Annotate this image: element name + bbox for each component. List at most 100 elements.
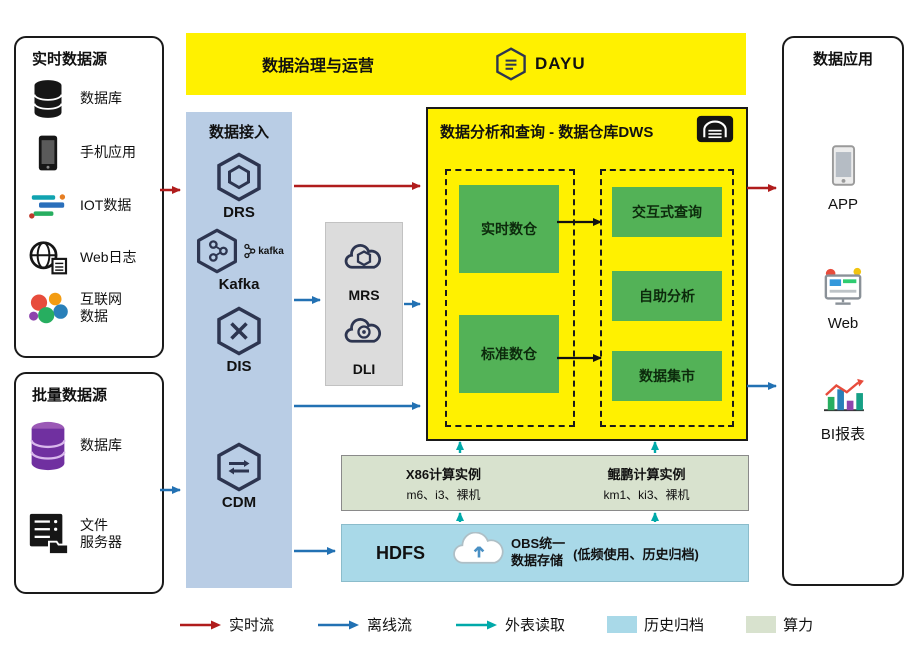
batch-sources-title: 批量数据源 — [32, 387, 108, 404]
applications-panel: 数据应用 APP Web BI报表 — [782, 36, 904, 586]
dws-warehouse-group: 实时数仓 标准数仓 — [445, 169, 575, 427]
realtime-sources-panel: 实时数据源 数据库 手机应用 IOT数据 Web日志 — [14, 36, 164, 358]
service-drs: DRS — [186, 152, 292, 221]
kafka-logo: kafka — [243, 243, 284, 259]
governance-bar: 数据治理与运营 DAYU — [186, 33, 746, 95]
obs-title-line2: 数据存储 — [511, 553, 564, 568]
kafka-hexagon-icon — [197, 228, 238, 274]
source-label: 数据库 — [80, 90, 122, 107]
list-item: 数据库 — [24, 420, 154, 472]
legend: 实时流 离线流 外表读取 历史归档 算力 — [178, 614, 813, 635]
compute-instances-bar: X86计算实例 m6、i3、裸机 鲲鹏计算实例 km1、ki3、裸机 — [341, 455, 749, 511]
legend-item-external-read: 外表读取 — [454, 614, 565, 635]
kunpeng-title: 鲲鹏计算实例 — [607, 466, 686, 482]
web-browser-icon — [824, 267, 862, 305]
legend-item-history-archive: 历史归档 — [607, 614, 704, 635]
legend-label: 离线流 — [367, 617, 413, 634]
service-label: DIS — [226, 358, 252, 375]
storage-note: (低频使用、历史归档) — [573, 546, 699, 562]
x86-title: X86计算实例 — [405, 466, 482, 482]
kafka-logo-text: kafka — [258, 245, 284, 257]
app-label: Web — [827, 315, 859, 332]
module-data-mart: 数据集市 — [612, 351, 722, 401]
list-item: 互联网 数据 — [24, 290, 154, 326]
service-dli: DLI — [326, 309, 402, 377]
obs-cloud-icon — [451, 531, 507, 574]
service-label: MRS — [348, 287, 380, 303]
legend-label: 历史归档 — [644, 617, 705, 634]
service-label: DRS — [223, 204, 255, 221]
source-label: 数据库 — [80, 437, 122, 454]
internet-data-icon — [24, 290, 72, 326]
dis-hexagon-icon — [217, 306, 261, 356]
dayu-label: DAYU — [535, 54, 586, 73]
governance-title: 数据治理与运营 — [262, 58, 375, 75]
warehouse-icon — [696, 115, 734, 148]
service-dis: DIS — [186, 306, 292, 375]
module-label: 标准数仓 — [481, 346, 537, 362]
dayu-logo: DAYU — [494, 47, 586, 81]
legend-label: 外表读取 — [505, 617, 566, 634]
legend-item-offline-flow: 离线流 — [316, 614, 412, 635]
module-realtime-warehouse: 实时数仓 — [459, 185, 559, 273]
list-item: Web日志 — [24, 240, 154, 276]
source-label: 互联网 数据 — [80, 290, 122, 325]
storage-bar: HDFS OBS统一 数据存储 (低频使用、历史归档) — [341, 524, 749, 582]
legend-item-compute-power: 算力 — [746, 614, 813, 635]
kunpeng-detail: km1、ki3、裸机 — [603, 487, 690, 502]
dli-cloud-icon — [344, 318, 381, 343]
app-label: APP — [827, 196, 858, 213]
file-server-icon — [24, 512, 72, 556]
processing-panel: MRS DLI — [325, 222, 403, 386]
kafka-dots-icon — [244, 243, 256, 259]
service-kafka: kafka Kafka — [186, 228, 292, 293]
iot-icon — [24, 188, 72, 224]
service-label: CDM — [221, 494, 257, 511]
dws-analytics-group: 交互式查询 自助分析 数据集市 — [600, 169, 734, 427]
dws-title: 数据分析和查询 - 数据仓库DWS — [440, 124, 654, 141]
compute-swatch — [746, 616, 777, 633]
web-log-icon — [24, 240, 72, 276]
list-item: 数据库 — [24, 78, 154, 120]
mobile-app-icon — [24, 134, 72, 172]
module-self-service-analysis: 自助分析 — [612, 271, 722, 321]
ingestion-title: 数据接入 — [208, 124, 269, 141]
x86-compute-group: X86计算实例 m6、i3、裸机 — [342, 456, 545, 510]
database-icon — [24, 78, 72, 120]
module-label: 交互式查询 — [632, 204, 702, 220]
list-item: 手机应用 — [24, 134, 154, 172]
applications-title: 数据应用 — [812, 51, 873, 68]
dayu-hexagon-icon — [496, 47, 526, 81]
app-item-bi: BI报表 — [784, 376, 902, 444]
archive-swatch — [607, 616, 638, 633]
legend-label: 算力 — [783, 617, 814, 634]
teal-arrow-icon — [456, 620, 498, 629]
obs-title-line1: OBS统一 — [511, 536, 566, 552]
list-item: 文件 服务器 — [24, 512, 154, 556]
batch-sources-panel: 批量数据源 数据库 文件 服务器 — [14, 372, 164, 594]
realtime-sources-title: 实时数据源 — [32, 51, 108, 68]
module-label: 实时数仓 — [481, 221, 537, 237]
cdm-hexagon-icon — [217, 442, 261, 492]
app-item-app: APP — [784, 144, 902, 213]
module-label: 自助分析 — [639, 288, 695, 304]
service-cdm: CDM — [186, 442, 292, 511]
module-label: 数据集市 — [639, 368, 695, 384]
service-label: Kafka — [218, 276, 260, 293]
hdfs-label: HDFS — [376, 542, 425, 563]
source-label: 手机应用 — [80, 144, 136, 161]
app-label: BI报表 — [820, 426, 866, 443]
module-interactive-query: 交互式查询 — [612, 187, 722, 237]
source-label: 文件 服务器 — [80, 516, 122, 551]
mrs-cloud-icon — [344, 244, 381, 269]
list-item: IOT数据 — [24, 188, 154, 224]
bi-report-icon — [824, 378, 864, 412]
dws-panel: 数据分析和查询 - 数据仓库DWS 实时数仓 标准数仓 交互式查询 自助分析 数… — [426, 107, 748, 441]
legend-item-realtime-flow: 实时流 — [178, 614, 274, 635]
kunpeng-compute-group: 鲲鹏计算实例 km1、ki3、裸机 — [545, 456, 748, 510]
source-label: IOT数据 — [80, 197, 132, 214]
red-arrow-icon — [180, 620, 221, 629]
ingestion-panel: 数据接入 DRS kafka Kafka DIS — [186, 112, 292, 588]
service-label: DLI — [352, 361, 376, 377]
